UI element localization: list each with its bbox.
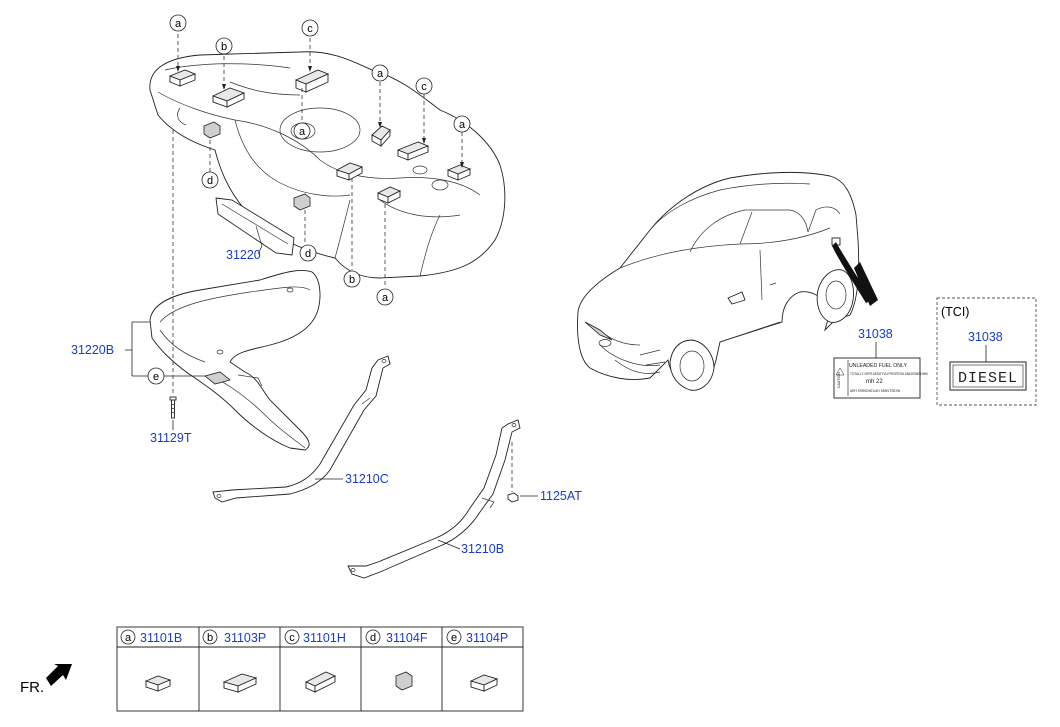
legend-pad-c-icon xyxy=(304,671,337,693)
part-number-31038-label: 31038 xyxy=(858,327,893,341)
callout-a-1: a xyxy=(169,14,187,32)
strap-31210B xyxy=(347,419,521,579)
arrowheads xyxy=(176,66,464,168)
bolt-31129T xyxy=(169,396,177,419)
front-indicator: FR. xyxy=(20,664,72,696)
diesel-badge-text: DIESEL xyxy=(958,370,1018,387)
label-heading: UNLEADED FUEL ONLY xyxy=(849,363,907,369)
callout-a-2: a xyxy=(293,122,311,140)
fuel-door-pointer xyxy=(832,242,878,306)
fuel-label-31038: 31038 UNLEADED FUEL ONLY CAUTION TOTALLY… xyxy=(833,327,928,399)
callout-d-1: d xyxy=(201,171,219,189)
tci-title: (TCI) xyxy=(941,305,969,319)
part-leaders xyxy=(125,245,538,550)
legend-pad-b-icon xyxy=(222,673,258,693)
pad-b-top xyxy=(211,87,246,108)
legend-cell-b: b 31103P xyxy=(202,629,266,645)
tci-box: (TCI) 31038 DIESEL xyxy=(936,297,1037,406)
legend-pad-a-icon xyxy=(144,675,172,692)
callout-b-2: b xyxy=(343,270,361,288)
callout-d-2: d xyxy=(299,244,317,262)
svg-text:c: c xyxy=(289,632,295,644)
pad-d-left xyxy=(203,121,221,139)
legend-cell-a: a 31101B xyxy=(120,629,182,645)
svg-text:e: e xyxy=(153,371,159,383)
svg-text:31104P: 31104P xyxy=(466,631,508,645)
fuel-tank xyxy=(149,51,506,279)
insulator-31220 xyxy=(215,197,295,256)
label-line-1: TOTALLY ISPR AEDSTVN PROFESN ANDSSMSHHM xyxy=(850,372,928,376)
label-caution: CAUTION xyxy=(837,372,841,388)
svg-text:a: a xyxy=(175,18,182,30)
nut-1125AT xyxy=(507,492,519,503)
pad-b-low xyxy=(335,162,364,181)
part-number-31129T: 31129T xyxy=(150,431,192,445)
legend-pad-e-icon xyxy=(469,674,499,692)
pad-c-right xyxy=(396,141,430,161)
label-line-2: mh 22 xyxy=(866,379,883,385)
legend-table: a 31101B b 31103P c 31101H d 31104F e 31… xyxy=(116,626,524,712)
callout-e-1: e xyxy=(147,367,165,385)
part-number-31210B: 31210B xyxy=(461,542,504,556)
front-arrow-icon xyxy=(46,664,72,686)
callout-c-1: c xyxy=(301,19,319,37)
svg-text:a: a xyxy=(377,68,384,80)
svg-text:b: b xyxy=(207,632,213,644)
pad-a-low xyxy=(376,186,402,204)
part-number-1125AT: 1125AT xyxy=(540,489,582,503)
pad-a-right xyxy=(446,164,472,181)
callout-b-1: b xyxy=(215,37,233,55)
svg-text:a: a xyxy=(459,119,466,131)
svg-text:a: a xyxy=(382,292,389,304)
svg-text:c: c xyxy=(307,23,313,35)
part-number-31210C: 31210C xyxy=(345,472,389,486)
pad-d-low xyxy=(293,193,311,211)
svg-text:a: a xyxy=(299,126,306,138)
svg-text:31101H: 31101H xyxy=(303,631,346,645)
legend-cell-e: e 31104P xyxy=(446,629,508,645)
callout-c-2: c xyxy=(415,77,433,95)
part-number-31220B: 31220B xyxy=(71,343,114,357)
car-illustration xyxy=(577,171,860,391)
legend-pad-d-icon xyxy=(395,671,413,691)
callout-a-5: a xyxy=(376,288,394,306)
callout-a-4: a xyxy=(453,115,471,133)
part-number-31220: 31220 xyxy=(226,248,261,262)
pad-a-mid xyxy=(371,125,391,148)
strap-31210C xyxy=(212,355,391,503)
label-line-3: ARH SSRSDNTA AH SDNVTSESN xyxy=(850,389,901,393)
pad-c-top xyxy=(294,69,330,93)
svg-text:c: c xyxy=(421,81,427,93)
legend-cell-d: d 31104F xyxy=(365,629,428,645)
pad-a-top xyxy=(168,69,197,87)
callout-a-3: a xyxy=(371,64,389,82)
dashed-leaders xyxy=(172,34,513,492)
svg-text:31104F: 31104F xyxy=(386,631,428,645)
svg-text:d: d xyxy=(370,632,376,644)
svg-text:b: b xyxy=(349,274,355,286)
svg-text:e: e xyxy=(451,632,457,644)
front-label: FR. xyxy=(20,679,44,696)
svg-text:a: a xyxy=(125,632,132,644)
svg-text:d: d xyxy=(207,175,213,187)
svg-text:31101B: 31101B xyxy=(140,631,182,645)
svg-text:d: d xyxy=(305,248,311,260)
svg-text:b: b xyxy=(221,41,227,53)
heat-protector-31220B xyxy=(149,269,321,451)
svg-text:31103P: 31103P xyxy=(224,631,266,645)
legend-cell-c: c 31101H xyxy=(284,629,346,645)
part-number-31038-tci: 31038 xyxy=(968,330,1003,344)
